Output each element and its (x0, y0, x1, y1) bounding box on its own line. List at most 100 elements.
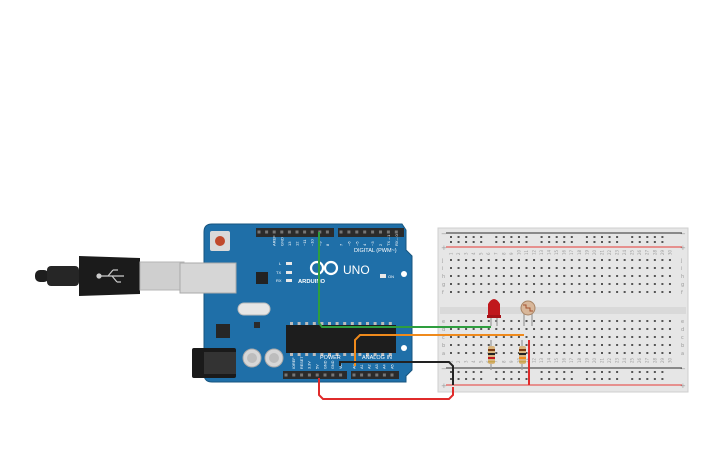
on-led (380, 274, 386, 278)
usb-cable-end (35, 270, 49, 282)
header-pin[interactable] (287, 230, 291, 234)
bottom-pin-label: A2 (368, 364, 372, 369)
header-pin[interactable] (363, 230, 367, 234)
uno-model-label: UNO (343, 263, 370, 277)
column-number: 27 (645, 249, 650, 255)
header-pin[interactable] (295, 230, 299, 234)
column-number: 13 (539, 249, 544, 255)
column-number: 6 (486, 252, 491, 255)
column-number: 7 (494, 252, 499, 255)
bottom-pin-label: 3.3V (308, 361, 312, 369)
top-pin-holes (257, 230, 398, 234)
column-number: 20 (592, 249, 597, 255)
column-number: 26 (637, 249, 642, 255)
column-number: 12 (531, 357, 536, 363)
top-pin-label: TX→1 (386, 234, 391, 246)
column-number: 10 (516, 249, 521, 255)
analog-in-label: ANALOG IN (362, 355, 392, 361)
header-pin[interactable] (352, 373, 356, 377)
header-pin[interactable] (394, 230, 398, 234)
header-pin[interactable] (339, 373, 343, 377)
rail-plus-symbol-right: + (680, 244, 686, 252)
column-number: 23 (615, 357, 620, 363)
mounting-hole (401, 271, 407, 277)
header-pin[interactable] (280, 230, 284, 234)
header-pin[interactable] (307, 373, 311, 377)
rail-minus-symbol-bottom: − (441, 365, 447, 373)
photoresistor[interactable] (520, 300, 536, 326)
red-led[interactable] (487, 299, 501, 326)
resistor-led[interactable] (488, 340, 495, 370)
header-pin[interactable] (331, 373, 335, 377)
column-number: 17 (569, 249, 574, 255)
wire-black-gnd-to-rail[interactable] (339, 361, 454, 385)
top-pin-label: ~5 (354, 241, 359, 246)
tx-led-label: TX (276, 270, 281, 275)
digital-label: DIGITAL (PWM~) (354, 248, 397, 254)
column-number: 8 (501, 360, 506, 363)
header-pin[interactable] (386, 230, 390, 234)
arduino-brand: ARDUINO (298, 279, 326, 285)
bottom-pin-label: A4 (383, 364, 387, 369)
row-letter: a (442, 351, 445, 357)
column-number: 12 (531, 249, 536, 255)
header-pin[interactable] (360, 373, 364, 377)
header-pin[interactable] (375, 373, 379, 377)
header-pin[interactable] (339, 230, 343, 234)
header-pin[interactable] (379, 230, 382, 234)
row-letter: a (681, 351, 684, 357)
column-number: 3 (464, 360, 469, 363)
rx-led-label: RX (276, 278, 282, 283)
header-pin[interactable] (257, 230, 261, 234)
header-pin[interactable] (272, 230, 276, 234)
header-pin[interactable] (390, 373, 394, 377)
crystal-oscillator (237, 302, 271, 316)
top-pin-label: RX←0 (394, 233, 399, 246)
bottom-pin-holes (284, 373, 394, 377)
column-number: 3 (464, 252, 469, 255)
resistor-photoresistor[interactable] (519, 340, 526, 370)
header-pin[interactable] (355, 230, 359, 234)
header-pin[interactable] (292, 373, 296, 377)
header-pin[interactable] (310, 230, 314, 234)
header-pin[interactable] (315, 373, 319, 377)
rail-minus-symbol: − (441, 230, 447, 238)
usb-cable[interactable] (35, 256, 185, 296)
header-pin[interactable] (303, 230, 307, 234)
top-pin-label: ~10 (310, 238, 315, 246)
header-pin[interactable] (382, 373, 386, 377)
wire-orange-a0-to-photoresistor[interactable] (354, 334, 524, 366)
wire-green-pin9-to-led[interactable] (318, 232, 491, 328)
wire-red-5v-to-rail[interactable] (318, 378, 454, 400)
header-pin[interactable] (323, 373, 327, 377)
analog-header (351, 371, 399, 379)
column-number: 26 (637, 357, 642, 363)
rail-minus-symbol-right: − (680, 230, 686, 238)
header-pin[interactable] (371, 230, 375, 234)
bottom-pin-label: GND (323, 360, 327, 369)
header-pin[interactable] (300, 373, 304, 377)
bottom-pin-label: Vin (339, 364, 343, 369)
small-component (254, 322, 260, 328)
mounting-hole (401, 345, 407, 351)
header-pin[interactable] (347, 230, 351, 234)
tx-led (286, 271, 292, 274)
row-letter: h (442, 274, 445, 280)
column-number: 10 (516, 357, 521, 363)
column-number: 11 (524, 357, 529, 363)
column-number: 29 (660, 249, 665, 255)
column-number: 8 (501, 252, 506, 255)
header-pin[interactable] (265, 230, 269, 234)
header-pin[interactable] (367, 373, 371, 377)
column-number: 13 (539, 357, 544, 363)
header-pin[interactable] (284, 373, 288, 377)
column-number: 14 (547, 357, 552, 363)
top-pin-label: 4 (362, 243, 367, 246)
header-pin[interactable] (325, 230, 329, 234)
top-pin-label: 8 (325, 243, 330, 246)
row-letter: i (681, 266, 682, 272)
atmega-chip (286, 325, 396, 353)
